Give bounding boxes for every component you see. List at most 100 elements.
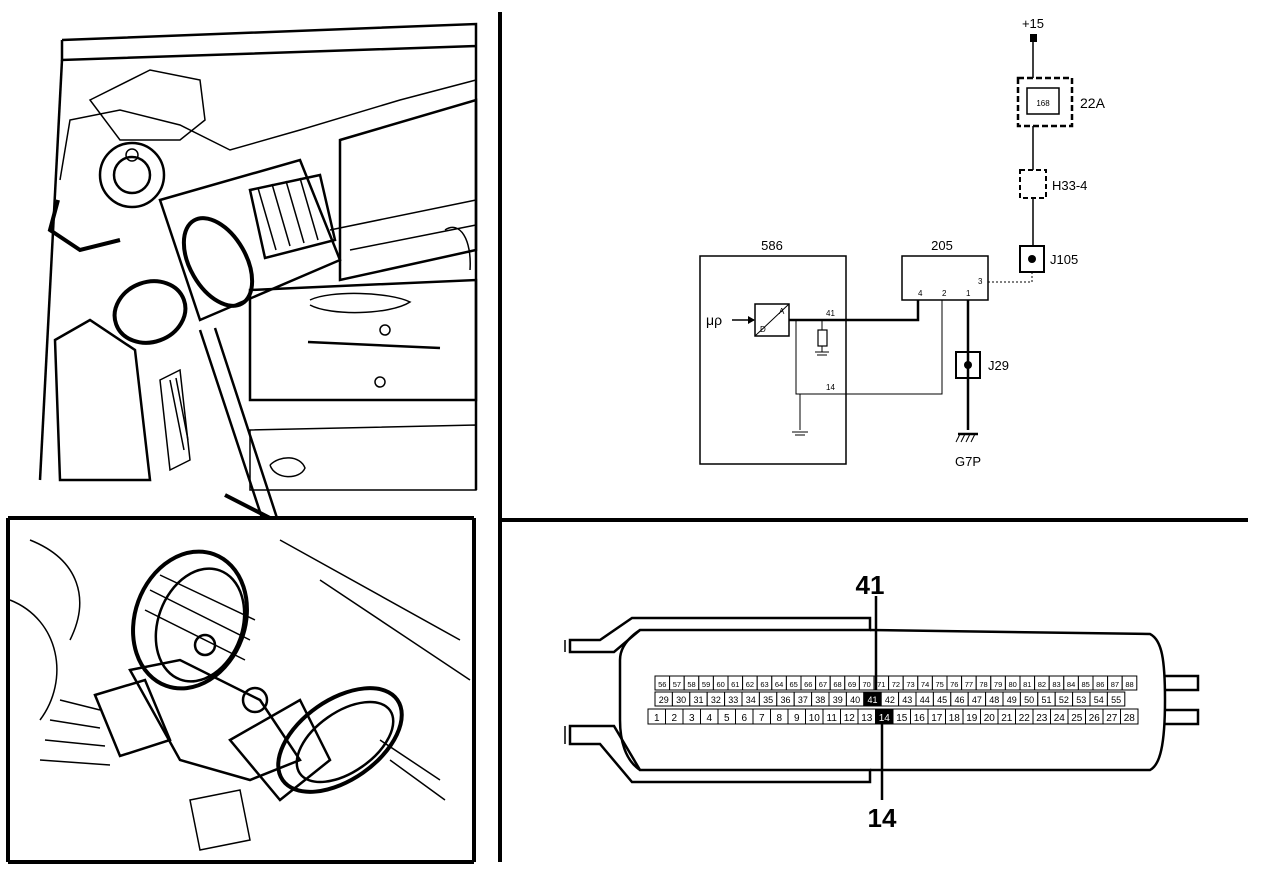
pin-label-66: 66: [804, 680, 812, 689]
pin-label-33: 33: [728, 695, 738, 705]
panel-frame: [6, 12, 1248, 864]
pin-label-77: 77: [965, 680, 973, 689]
pin-label-73: 73: [906, 680, 914, 689]
supply-label: +15: [1022, 16, 1044, 31]
pin-label-63: 63: [760, 680, 768, 689]
pin-label-43: 43: [902, 695, 912, 705]
pin-label-9: 9: [794, 713, 800, 724]
pull-resistor: [817, 329, 828, 347]
module-586-pin-41: 41: [826, 309, 835, 318]
pin-label-21: 21: [1001, 713, 1013, 724]
pin-label-47: 47: [972, 695, 982, 705]
pin-label-58: 58: [687, 680, 695, 689]
fuse-rating: 168: [1036, 99, 1050, 108]
engine-bay-illustration: [38, 22, 478, 520]
pin-label-41: 41: [867, 695, 877, 705]
pin-label-59: 59: [702, 680, 710, 689]
fuse-element: [1026, 87, 1060, 115]
pin-label-56: 56: [658, 680, 666, 689]
module-586-pin-14: 14: [826, 383, 835, 392]
connector-h33: [1019, 169, 1047, 199]
ad-converter-d: D: [760, 325, 766, 334]
module-205-pin-3: 3: [978, 277, 983, 286]
pin-label-85: 85: [1082, 680, 1090, 689]
pin-label-71: 71: [877, 680, 885, 689]
junction-j105-dot: [1028, 255, 1036, 263]
junction-j29: [955, 351, 981, 379]
pin-label-3: 3: [689, 713, 695, 724]
pin-label-23: 23: [1036, 713, 1048, 724]
pin-label-18: 18: [949, 713, 961, 724]
module-205-pin-2: 2: [942, 289, 947, 298]
pin-label-60: 60: [717, 680, 725, 689]
pin-label-46: 46: [954, 695, 964, 705]
pin-label-29: 29: [659, 695, 669, 705]
closeup-inset: [9, 539, 471, 851]
pin-label-48: 48: [989, 695, 999, 705]
pin-label-24: 24: [1054, 713, 1066, 724]
module-586: [699, 255, 847, 465]
pin-label-67: 67: [819, 680, 827, 689]
pin-label-34: 34: [746, 695, 756, 705]
pin-label-4: 4: [706, 713, 712, 724]
pin-label-72: 72: [892, 680, 900, 689]
pin-label-64: 64: [775, 680, 783, 689]
pin-label-84: 84: [1067, 680, 1075, 689]
pin-label-17: 17: [931, 713, 943, 724]
pin-label-20: 20: [984, 713, 996, 724]
wiring-schematic: +15 168 22A H33-4 J105 205 4 2 1 3 586 μ…: [699, 16, 1106, 469]
pin-label-52: 52: [1059, 695, 1069, 705]
pin-label-25: 25: [1071, 713, 1083, 724]
pin-label-38: 38: [815, 695, 825, 705]
ad-converter-a: A: [779, 307, 785, 316]
callout-pin-41: 41: [856, 570, 885, 600]
pin-label-68: 68: [833, 680, 841, 689]
pin-label-57: 57: [673, 680, 681, 689]
pin-label-14: 14: [879, 713, 891, 724]
fuse-label: 22A: [1080, 95, 1106, 111]
pin-label-82: 82: [1038, 680, 1046, 689]
pin-label-32: 32: [711, 695, 721, 705]
pin-label-40: 40: [850, 695, 860, 705]
pin-label-13: 13: [861, 713, 873, 724]
pin-label-22: 22: [1019, 713, 1031, 724]
supply-terminal: [1030, 34, 1037, 42]
pin-label-55: 55: [1111, 695, 1121, 705]
pin-label-80: 80: [1009, 680, 1017, 689]
pin-label-65: 65: [790, 680, 798, 689]
pin-label-79: 79: [994, 680, 1002, 689]
pin-label-27: 27: [1106, 713, 1118, 724]
pin-label-7: 7: [759, 713, 765, 724]
pin-label-54: 54: [1094, 695, 1104, 705]
pin-label-5: 5: [724, 713, 730, 724]
pin-label-45: 45: [937, 695, 947, 705]
junction-j105-label: J105: [1050, 252, 1078, 267]
fuse-housing: [1016, 76, 1074, 128]
pin-label-28: 28: [1124, 713, 1136, 724]
pin-label-61: 61: [731, 680, 739, 689]
pin-label-42: 42: [885, 695, 895, 705]
module-586-label: 586: [761, 238, 783, 253]
pin-label-30: 30: [676, 695, 686, 705]
pin-label-81: 81: [1023, 680, 1031, 689]
pin-label-6: 6: [741, 713, 747, 724]
pin-label-16: 16: [914, 713, 926, 724]
pin-label-69: 69: [848, 680, 856, 689]
pin-label-8: 8: [776, 713, 782, 724]
pin-label-12: 12: [844, 713, 856, 724]
pin-label-88: 88: [1125, 680, 1133, 689]
pin-cell-55: [1106, 691, 1126, 707]
pin-label-44: 44: [920, 695, 930, 705]
pin-label-62: 62: [746, 680, 754, 689]
module-205: [901, 255, 989, 301]
pin-label-51: 51: [1041, 695, 1051, 705]
connector-h33-label: H33-4: [1052, 178, 1087, 193]
pin-label-75: 75: [936, 680, 944, 689]
callout-pin-14: 14: [868, 803, 897, 833]
pin-label-35: 35: [763, 695, 773, 705]
junction-j29-label: J29: [988, 358, 1009, 373]
